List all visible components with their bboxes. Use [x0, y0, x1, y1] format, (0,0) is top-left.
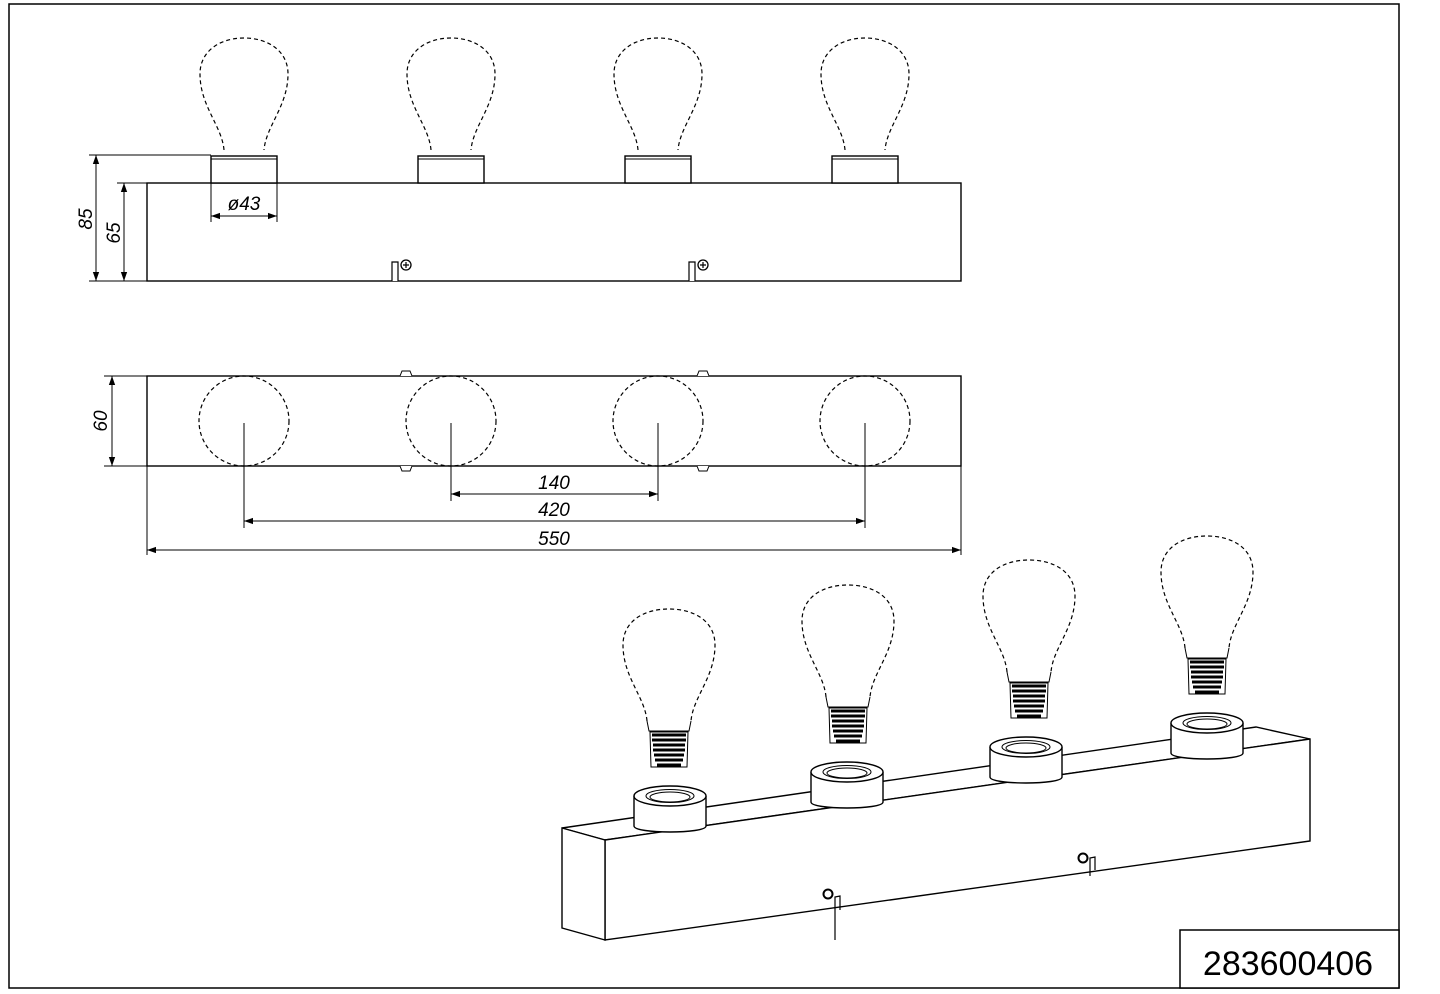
- dim-550-label: 550: [538, 529, 570, 550]
- top-body: [146, 375, 962, 467]
- front-view: 85 65 ø43: [76, 37, 962, 282]
- dim-85-label: 85: [76, 208, 97, 230]
- dim-420-label: 420: [538, 500, 570, 521]
- dim-diameter-label: ø43: [228, 194, 261, 215]
- top-view: 60 140 420 550: [91, 370, 962, 555]
- dim-60-label: 60: [91, 410, 112, 432]
- front-body: [146, 182, 962, 282]
- part-number: 283600406: [1203, 945, 1373, 983]
- drawing-frame: [8, 3, 1400, 989]
- isometric-view: [561, 535, 1311, 941]
- title-block: 283600406: [1179, 929, 1400, 989]
- dim-140-label: 140: [538, 473, 570, 494]
- dim-65-label: 65: [104, 222, 125, 244]
